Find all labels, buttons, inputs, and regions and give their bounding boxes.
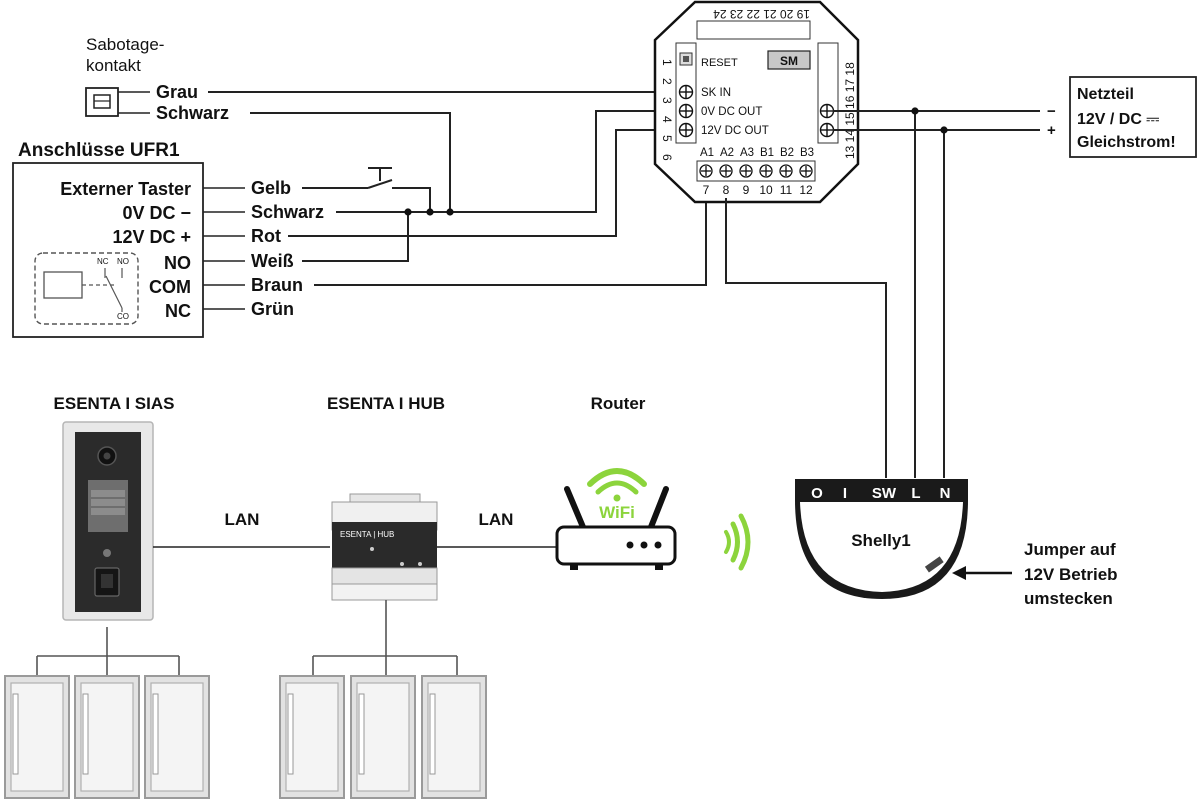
sias-device <box>62 421 154 621</box>
module-b3: B3 <box>800 147 814 159</box>
lan-label-2: LAN <box>479 510 514 529</box>
router-label: Router <box>591 394 646 413</box>
terminal-screw-icon <box>678 84 694 138</box>
module-skin-label: SK IN <box>701 87 731 99</box>
ufr1-terminal-com: COM <box>149 277 191 297</box>
terminal-screw-icon <box>699 164 813 178</box>
module-pin-4: 4 <box>660 116 674 123</box>
module-pin-1: 1 <box>660 59 674 66</box>
shelly-pin-o: O <box>811 485 823 502</box>
module-reset-label: RESET <box>701 57 738 69</box>
push-button-icon <box>367 167 393 189</box>
ufr1-terminal-taster: Externer Taster <box>60 179 191 199</box>
wireless-wave-icon <box>724 513 751 571</box>
module-pin-5: 5 <box>660 135 674 142</box>
netzteil-line3: Gleichstrom! <box>1077 134 1176 151</box>
shelly-pin-l: L <box>911 485 920 502</box>
sabotage-switch-icon <box>85 87 119 117</box>
module-pin-8: 8 <box>723 183 730 197</box>
shelly-pin-n: N <box>940 485 951 502</box>
wire-label-schwarz: Schwarz <box>251 202 324 222</box>
shelly-pin-i: I <box>843 485 847 502</box>
ufr1-terminal-nc: NC <box>165 301 191 321</box>
wire-label-gelb: Gelb <box>251 178 291 198</box>
module-pin-7: 7 <box>703 183 710 197</box>
netzteil-line1: Netzteil <box>1077 86 1134 103</box>
wifi-signal-icon <box>587 468 647 502</box>
lan-label-1: LAN <box>225 510 260 529</box>
sias-label: ESENTA I SIAS <box>54 394 175 413</box>
relay-nc-label: NC <box>97 257 109 266</box>
sabotage-label-1: Sabotage- <box>86 35 164 54</box>
wire-label-schwarz-sabotage: Schwarz <box>156 103 229 123</box>
locker-icon <box>279 675 345 799</box>
module-pin-10: 10 <box>759 183 773 197</box>
wire-label-gruen: Grün <box>251 299 294 319</box>
shelly-pin-sw: SW <box>872 485 897 502</box>
router-icon <box>555 486 677 570</box>
wire-terminal8-sw <box>725 198 887 478</box>
module-a1: A1 <box>700 147 714 159</box>
module-pin-11: 11 <box>780 183 793 197</box>
relay-icon: NC NO CO <box>34 252 139 325</box>
wire-label-grau: Grau <box>156 82 198 102</box>
shelly-name: Shelly1 <box>851 531 911 550</box>
jumper-note-3: umstecken <box>1024 589 1113 608</box>
wire-rot <box>288 129 672 237</box>
power-plus-label: + <box>1047 122 1056 139</box>
module-a3: A3 <box>740 147 754 159</box>
module-pin-12: 12 <box>799 183 813 197</box>
locker-icon <box>350 675 416 799</box>
sabotage-label-2: kontakt <box>86 56 141 75</box>
module-pin-2: 2 <box>660 78 674 85</box>
hub-label: ESENTA I HUB <box>327 394 445 413</box>
module-pin-6: 6 <box>660 154 674 161</box>
ufr1-terminal-12v: 12V DC + <box>112 227 191 247</box>
locker-icon <box>4 675 70 799</box>
hub-device: ESENTA | HUB <box>331 493 438 601</box>
wire-label-weiss: Weiß <box>251 251 294 271</box>
ufr1-terminal-no: NO <box>164 253 191 273</box>
module-b2: B2 <box>780 147 794 159</box>
module-pin-3: 3 <box>660 97 674 104</box>
wire-schwarz-0v <box>336 110 672 213</box>
relay-no-label: NO <box>117 257 129 266</box>
wifi-label: WiFi <box>599 503 635 522</box>
wire-braun <box>314 198 707 286</box>
sm-badge <box>767 50 811 70</box>
locker-icon <box>144 675 210 799</box>
jumper-note-2: 12V Betrieb <box>1024 565 1118 584</box>
module-pin-9: 9 <box>743 183 750 197</box>
locker-icon <box>421 675 487 799</box>
module-b1: B1 <box>760 147 774 159</box>
module-sm-label: SM <box>780 54 798 68</box>
ufr1-title: Anschlüsse UFR1 <box>18 140 180 161</box>
power-minus-label: − <box>1047 103 1056 120</box>
wire-label-braun: Braun <box>251 275 303 295</box>
locker-icon <box>74 675 140 799</box>
module-0v-label: 0V DC OUT <box>701 106 762 118</box>
jumper-note-1: Jumper auf <box>1024 540 1116 559</box>
relay-co-label: CO <box>117 312 129 321</box>
module-a2: A2 <box>720 147 734 159</box>
ufr1-terminal-0v: 0V DC − <box>122 203 191 223</box>
wire-label-rot: Rot <box>251 226 281 246</box>
netzteil-line2: 12V / DC ⎓ <box>1077 111 1159 128</box>
module-12v-label: 12V DC OUT <box>701 125 769 137</box>
hub-brand-label: ESENTA | HUB <box>340 530 394 539</box>
shelly1-device <box>795 479 968 599</box>
module-top-pins: 19 20 21 22 23 24 <box>713 7 810 21</box>
netzteil-box <box>1069 76 1197 158</box>
wire-weiss <box>302 212 409 262</box>
wire-schwarz-sabotage <box>250 112 451 212</box>
